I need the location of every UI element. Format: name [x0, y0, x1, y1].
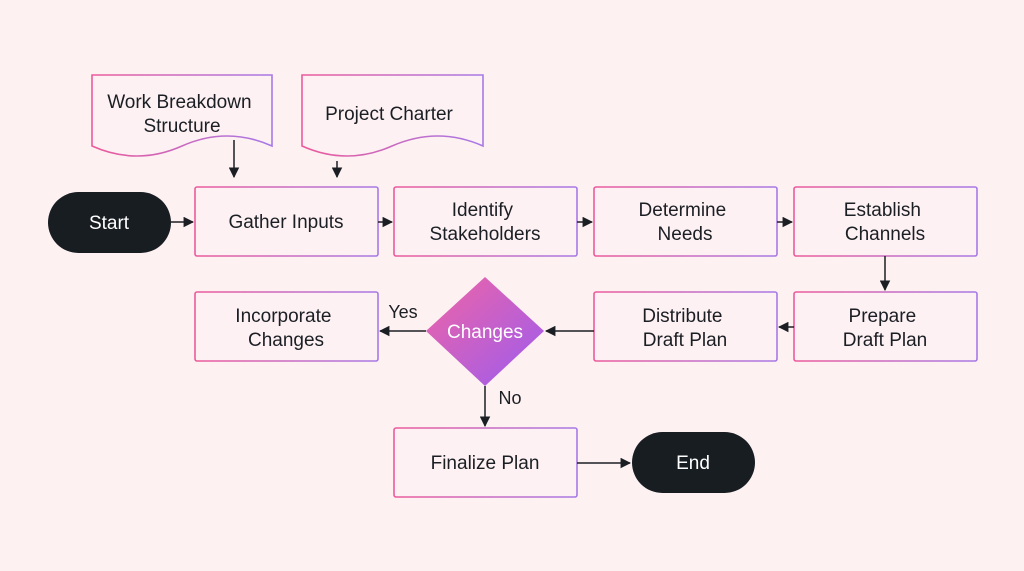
svg-text:Establish Channels: Establish Channels	[844, 200, 926, 245]
connectors	[171, 140, 891, 469]
wbs-label: Work Breakdown Structure	[107, 92, 257, 137]
svg-text:Incorporate Changes: Incorporate Changes	[235, 306, 336, 351]
process-identify-stakeholders: Identify Stakeholders	[393, 186, 578, 257]
edge-label-no: No	[498, 388, 521, 408]
distribute-label-line-1: Distribute	[642, 306, 722, 327]
process-finalize-plan: Finalize Plan	[393, 427, 578, 498]
prepare-label-line-2: Draft Plan	[843, 330, 927, 351]
prepare-label-line-1: Prepare	[849, 306, 917, 327]
start-terminal: Start	[48, 192, 171, 253]
determine-label-line-2: Needs	[658, 224, 713, 245]
identify-label-line-1: Identify	[452, 200, 514, 221]
document-work-breakdown-structure: Work Breakdown Structure	[91, 74, 273, 157]
establish-label-line-1: Establish	[844, 200, 921, 221]
svg-text:Identify Stakeholders: Identify Stakeholders	[430, 200, 541, 245]
svg-text:Start: Start	[89, 213, 130, 234]
start-label: Start	[89, 213, 130, 234]
process-prepare-draft-plan: Prepare Draft Plan	[793, 291, 978, 362]
charter-label-line-1: Project Charter	[325, 104, 453, 125]
document-project-charter: Project Charter	[301, 74, 484, 157]
edge-label-yes: Yes	[388, 302, 417, 322]
wbs-label-line-1: Work Breakdown	[107, 92, 251, 113]
process-gather-inputs: Gather Inputs	[194, 186, 379, 257]
wbs-label-line-2: Structure	[143, 116, 220, 137]
svg-text:Distribute Draft Plan: Distribute Draft Plan	[642, 306, 728, 351]
svg-text:Determine Needs: Determine Needs	[639, 200, 732, 245]
decision-changes: Changes	[426, 277, 544, 386]
process-establish-channels: Establish Channels	[793, 186, 978, 257]
finalize-label: Finalize Plan	[431, 453, 540, 474]
incorporate-label-line-2: Changes	[248, 330, 324, 351]
distribute-label-line-2: Draft Plan	[643, 330, 727, 351]
changes-label: Changes	[447, 322, 523, 343]
incorporate-label-line-1: Incorporate	[235, 306, 331, 327]
svg-text:Prepare Draft Plan: Prepare Draft Plan	[843, 306, 927, 351]
process-distribute-draft-plan: Distribute Draft Plan	[593, 291, 778, 362]
svg-text:Finalize Plan: Finalize Plan	[431, 453, 540, 474]
identify-label-line-2: Stakeholders	[430, 224, 541, 245]
svg-text:End: End	[676, 453, 710, 474]
end-terminal: End	[632, 432, 755, 493]
process-determine-needs: Determine Needs	[593, 186, 778, 257]
end-label: End	[676, 453, 710, 474]
process-incorporate-changes: Incorporate Changes	[194, 291, 379, 362]
determine-label-line-1: Determine	[639, 200, 727, 221]
svg-text:Changes: Changes	[447, 322, 523, 343]
gather-label: Gather Inputs	[228, 212, 343, 233]
charter-label: Project Charter	[325, 104, 453, 125]
establish-label-line-2: Channels	[845, 224, 925, 245]
svg-text:Gather Inputs: Gather Inputs	[228, 212, 343, 233]
